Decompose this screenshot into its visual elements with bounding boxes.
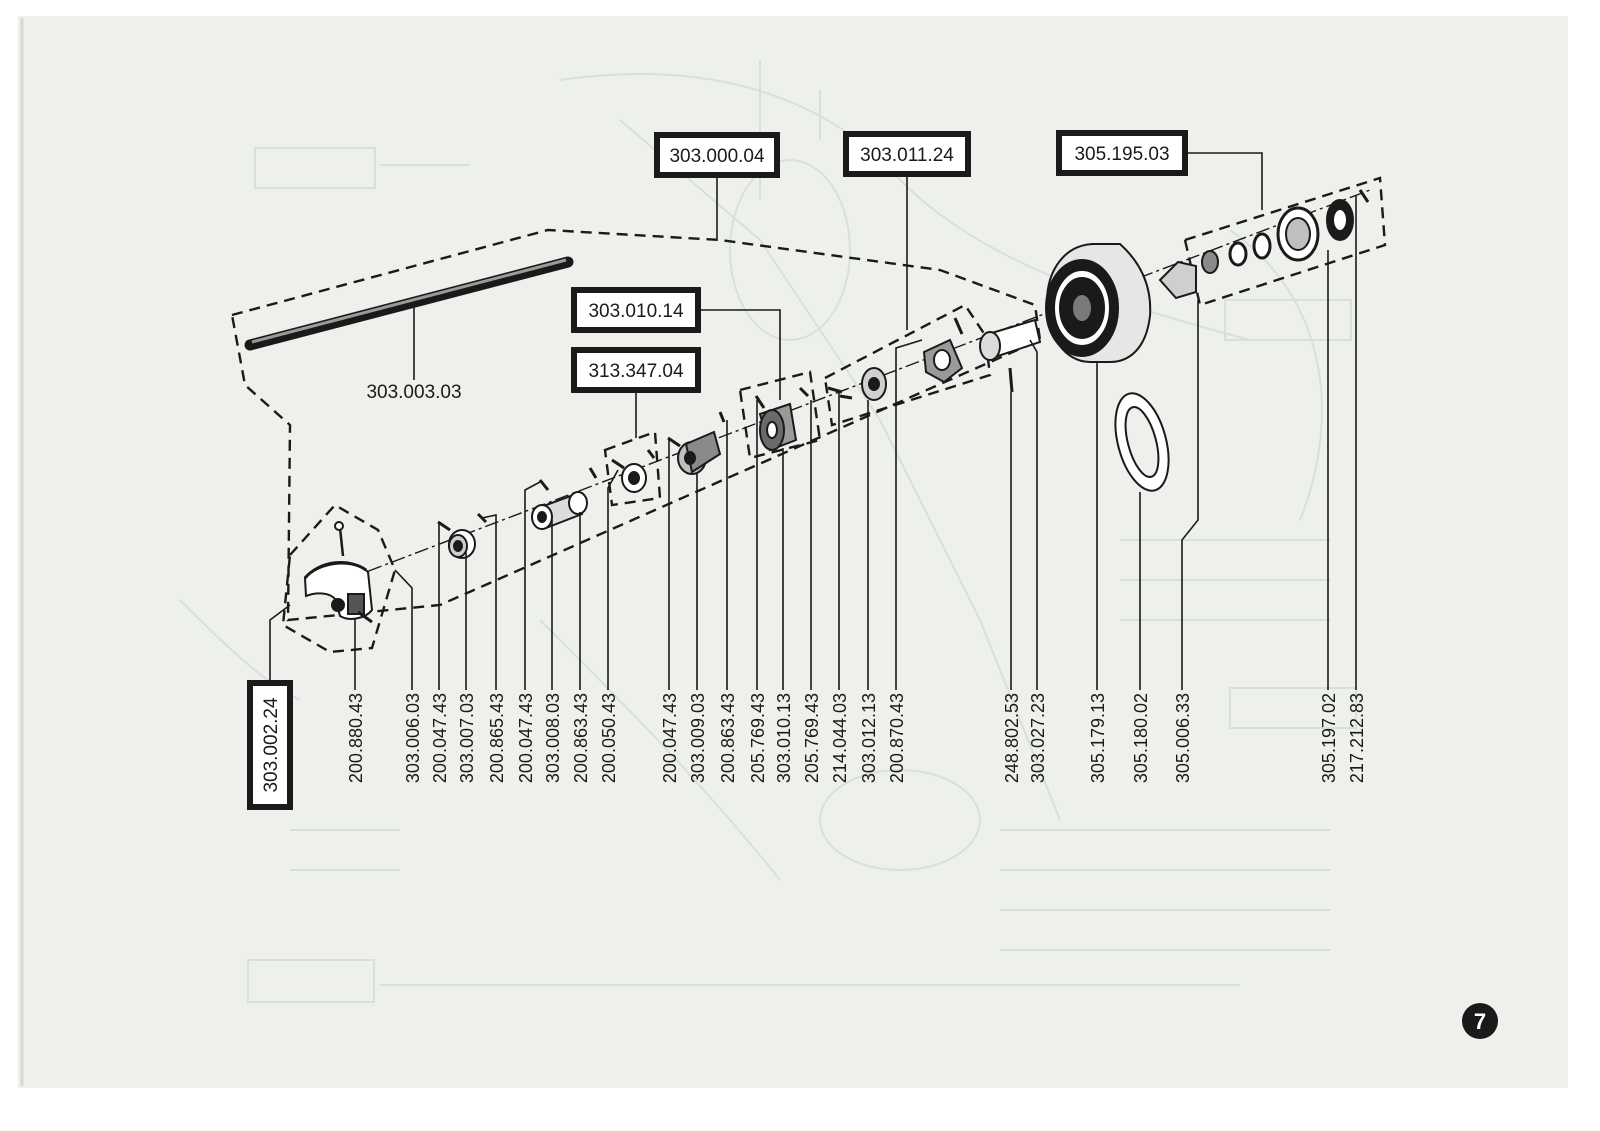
- part-number-label: 303.009.03: [688, 693, 708, 783]
- assembly-axis: [344, 189, 1371, 581]
- part-gear-303-012-13: [827, 367, 887, 401]
- part-shaft: [244, 256, 574, 351]
- boxed-label-3: 305.195.03: [1056, 130, 1188, 176]
- boxed-label-5: 313.347.04: [571, 347, 701, 393]
- part-number-label: 217.212.83: [1347, 693, 1367, 783]
- part-pin-303-027-23: [979, 318, 1042, 393]
- part-crank-303-011: [922, 317, 964, 384]
- part-number-label: 214.044.03: [830, 693, 850, 783]
- part-number-label: 303.027.23: [1028, 693, 1048, 783]
- assembly-outline-303-002-24: [281, 503, 397, 654]
- part-number-label: 200.865.43: [487, 693, 507, 783]
- assembly-outline-303-000-04: [230, 228, 1042, 622]
- page-number-badge: 7: [1462, 1003, 1498, 1039]
- part-collar-313-347: [611, 449, 656, 493]
- part-number-labels: 200.880.43 303.006.03 200.047.43 303.007.03…: [346, 693, 1367, 783]
- part-number-label: 248.802.53: [1002, 693, 1022, 783]
- part-number-label: 200.047.43: [430, 693, 450, 783]
- part-number-label: 200.863.43: [718, 693, 738, 783]
- boxed-label-4-text: 303.010.14: [588, 301, 684, 322]
- paper-sheet: [18, 16, 1568, 1088]
- page-number: 7: [1474, 1009, 1486, 1034]
- part-number-label: 303.012.13: [859, 693, 879, 783]
- part-collar-303-008-03: [531, 467, 598, 530]
- part-number-label: 200.880.43: [346, 693, 366, 783]
- part-number-label: 200.870.43: [887, 693, 907, 783]
- boxed-label-6: 303.002.24: [247, 680, 293, 810]
- part-gear-303-009-03: [667, 411, 726, 475]
- boxed-label-4: 303.010.14: [571, 287, 701, 333]
- part-number-label: 303.007.03: [457, 693, 477, 783]
- part-number-label: 303.006.03: [403, 693, 423, 783]
- assembly-outline-303-011-24: [823, 303, 992, 427]
- boxed-label-3-text: 305.195.03: [1074, 144, 1169, 165]
- part-number-label: 305.006.33: [1173, 693, 1193, 783]
- part-washer-305-180-02: [1114, 392, 1170, 492]
- boxed-labels: 303.000.04 303.011.24 305.195.03 303.010…: [247, 130, 1188, 810]
- label-shaft: 303.003.03: [366, 382, 461, 403]
- boxed-label-5-text: 313.347.04: [588, 361, 684, 382]
- part-number-label: 200.050.43: [599, 693, 619, 783]
- part-number-label: 305.180.02: [1131, 693, 1151, 783]
- parts: [244, 189, 1370, 624]
- leader-lines: [269, 152, 1357, 690]
- bleed-through-ghost: [179, 60, 1357, 1003]
- boxed-label-2: 303.011.24: [843, 131, 971, 177]
- part-hook: [303, 521, 374, 624]
- boxed-label-1: 303.000.04: [654, 132, 780, 178]
- boxed-label-2-text: 303.011.24: [860, 145, 954, 166]
- part-number-label: 205.769.43: [748, 693, 768, 783]
- part-number-label: 200.047.43: [660, 693, 680, 783]
- part-number-label: 305.179.13: [1088, 693, 1108, 783]
- boxed-label-1-text: 303.000.04: [669, 146, 765, 167]
- part-pulley-305-179-13: [1045, 243, 1152, 363]
- part-bevel-gear-303-010-13: [754, 386, 810, 452]
- part-number-label: 200.047.43: [516, 693, 536, 783]
- part-number-label: 303.010.13: [774, 693, 794, 783]
- part-number-label: 303.008.03: [543, 693, 563, 783]
- part-number-label: 305.197.02: [1319, 693, 1339, 783]
- assembly-outline-313-347-04: [603, 430, 662, 507]
- part-bearing-group: [1158, 189, 1370, 300]
- boxed-label-6-text: 303.002.24: [261, 697, 282, 793]
- assembly-outline-303-010-14: [738, 370, 822, 460]
- part-number-label: 200.863.43: [571, 693, 591, 783]
- part-number-label: 205.769.43: [802, 693, 822, 783]
